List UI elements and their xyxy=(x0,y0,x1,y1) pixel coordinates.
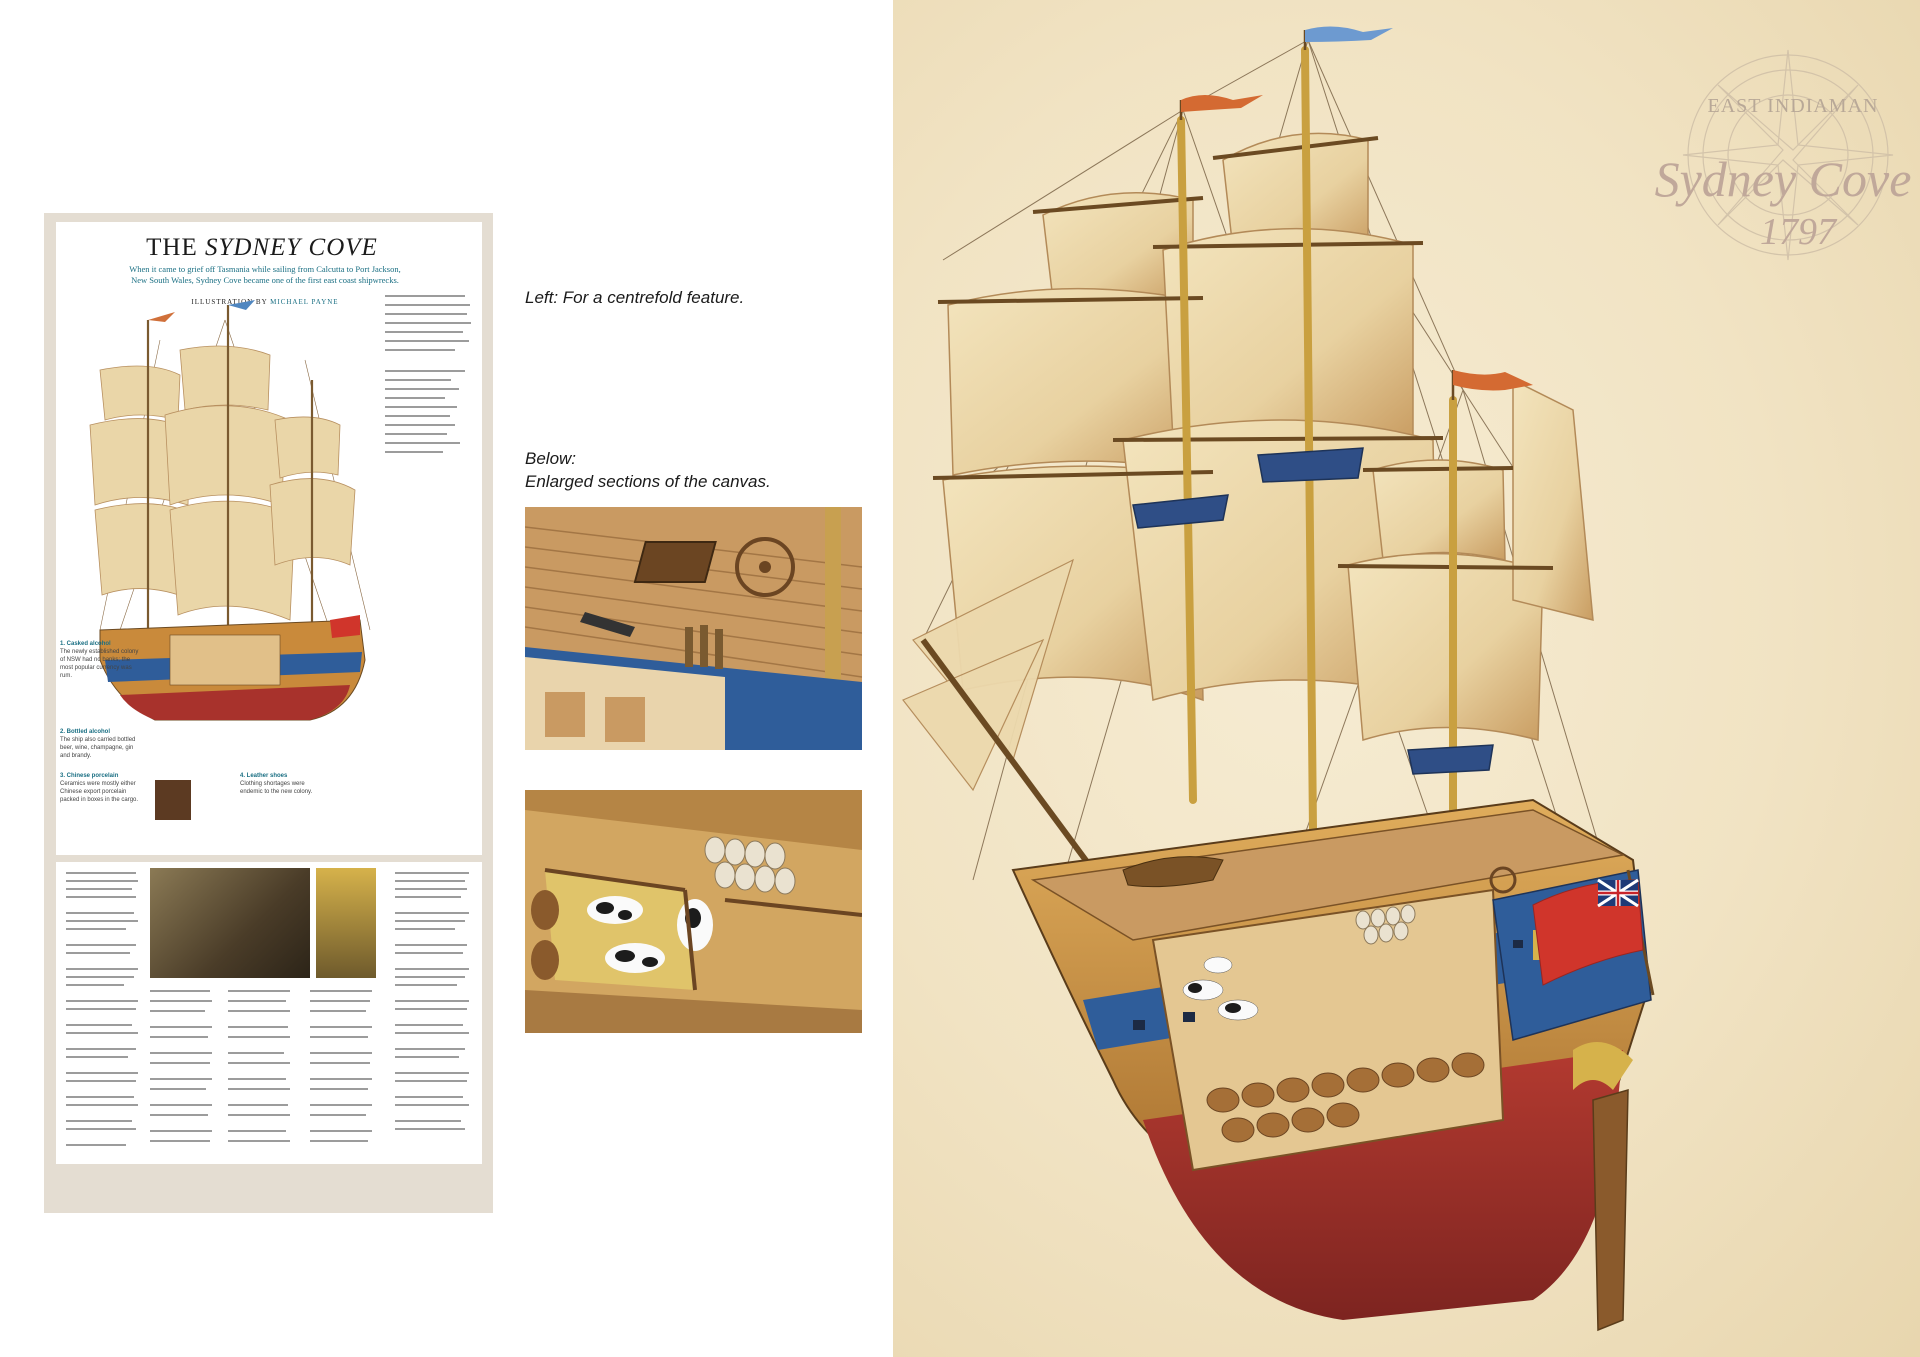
note-below: Below: Enlarged sections of the canvas. xyxy=(525,449,771,491)
ships-boat xyxy=(1122,856,1224,888)
note-centrefold: Left: For a centrefold feature. xyxy=(525,288,745,307)
watermark-line2: Sydney Cove xyxy=(1654,151,1912,207)
magazine-body-text-column xyxy=(385,295,475,475)
caption-casked-alcohol: 1. Casked alcohol The newly established … xyxy=(60,641,139,679)
magazine-ship-illustration xyxy=(89,300,371,721)
magazine-model-photo xyxy=(155,780,191,820)
enlarged-section-deck xyxy=(525,507,862,750)
main-pennant xyxy=(1305,26,1393,42)
magazine-title: THE SYDNEY COVE xyxy=(146,234,378,261)
caption-bottled-alcohol: 2. Bottled alcohol The ship also carried… xyxy=(60,729,136,759)
cutaway-hold xyxy=(1151,888,1505,1172)
caption-leather-shoes: 4. Leather shoes Clothing shortages were… xyxy=(240,773,313,795)
deck xyxy=(1030,809,1626,941)
magazine-standfirst: When it came to grief off Tasmania while… xyxy=(129,264,401,285)
ship-illustration xyxy=(902,26,1655,1332)
magazine-painting-photo xyxy=(150,868,310,978)
canvas-panel: EAST INDIAMAN Sydney Cove 1797 xyxy=(893,0,1920,1357)
left-panel: THE SYDNEY COVE When it came to grief of… xyxy=(0,0,893,1357)
rudder xyxy=(1592,1088,1629,1332)
magazine-credit: ILLUSTRATION BY MICHAEL PAYNE xyxy=(191,298,339,306)
magazine-artifact-photo xyxy=(316,868,376,978)
mizzen-pennant xyxy=(1453,370,1533,391)
enlarged-section-livestock xyxy=(525,790,862,1033)
red-ensign-flag xyxy=(1532,869,1655,996)
magazine-bottom-text-cols xyxy=(150,990,380,1160)
ships-wheel-icon xyxy=(1489,866,1517,894)
caption-chinese-porcelain: 3. Chinese porcelain Ceramics were mostl… xyxy=(60,773,139,803)
magazine-bottom-text-col-1 xyxy=(66,872,141,1157)
watermark-line1: EAST INDIAMAN xyxy=(1707,95,1879,117)
watermark-line3: 1797 xyxy=(1760,211,1836,253)
magazine-bottom-right-col xyxy=(395,872,475,1157)
fore-pennant xyxy=(1181,95,1263,112)
compass-rose-icon xyxy=(1682,49,1894,261)
